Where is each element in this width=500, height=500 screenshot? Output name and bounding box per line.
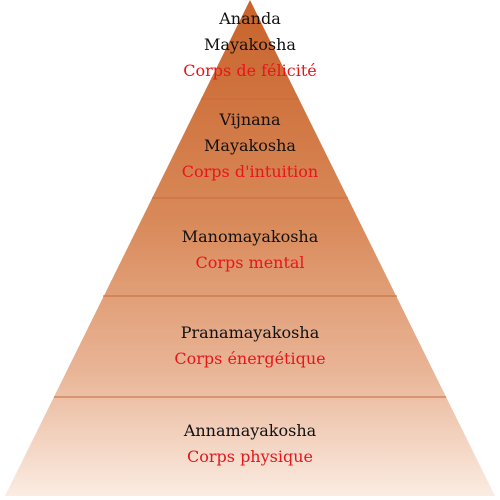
french-name: Corps physique (187, 447, 313, 466)
sanskrit-name: Pranamayakosha (180, 323, 320, 342)
french-name: Corps de félicité (183, 61, 317, 80)
sanskrit-name: Manomayakosha (181, 227, 319, 246)
layer-pranamayakosha: Pranamayakosha Corps énergétique (0, 320, 500, 372)
pyramid-body (5, 0, 495, 496)
sanskrit-name-line2: Mayakosha (204, 35, 296, 54)
sanskrit-name: Annamayakosha (183, 421, 317, 440)
layer-vijnanamayakosha: Vijnana Mayakosha Corps d'intuition (0, 107, 500, 185)
french-name: Corps mental (195, 253, 305, 272)
layer-anandamayakosha: Ananda Mayakosha Corps de félicité (0, 6, 500, 84)
layer-manomayakosha: Manomayakosha Corps mental (0, 224, 500, 276)
sanskrit-name-line2: Mayakosha (204, 136, 296, 155)
french-name: Corps énergétique (174, 349, 326, 368)
french-name: Corps d'intuition (181, 162, 319, 181)
layer-annamayakosha: Annamayakosha Corps physique (0, 418, 500, 470)
sanskrit-name-line1: Ananda (219, 9, 281, 28)
sanskrit-name-line1: Vijnana (219, 110, 281, 129)
